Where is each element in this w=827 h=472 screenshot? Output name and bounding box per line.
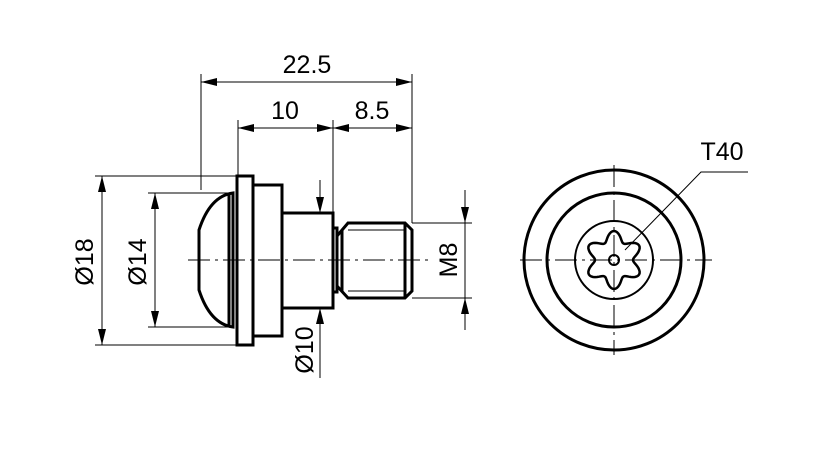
shank <box>280 211 335 310</box>
recess-circle <box>574 220 654 300</box>
dimensions: 22.5 10 8.5 Ø18 Ø14 Ø10 M8 <box>71 51 472 378</box>
arrowheads <box>151 193 159 327</box>
thread <box>335 221 414 300</box>
dim-thread-size: M8 <box>435 243 463 278</box>
dome-head <box>197 191 235 329</box>
side-view <box>188 174 428 347</box>
middle-circle <box>545 191 683 329</box>
torx-recess <box>587 229 641 291</box>
dim-dome-diameter: Ø14 <box>124 238 152 285</box>
center-hole <box>608 254 620 266</box>
outer-circle <box>522 168 706 352</box>
neck-groove <box>333 226 339 294</box>
dim-thread-length: 8.5 <box>355 97 390 125</box>
end-view: T40 <box>520 138 748 355</box>
arrowheads <box>238 124 412 132</box>
dim-shank-diameter: Ø10 <box>291 326 319 373</box>
drive-size-label: T40 <box>700 138 743 166</box>
dim-flange-diameter: Ø18 <box>71 238 99 285</box>
dim-head-length: 10 <box>271 97 299 125</box>
dim-overall-length: 22.5 <box>283 51 332 79</box>
leader-line <box>624 171 748 251</box>
